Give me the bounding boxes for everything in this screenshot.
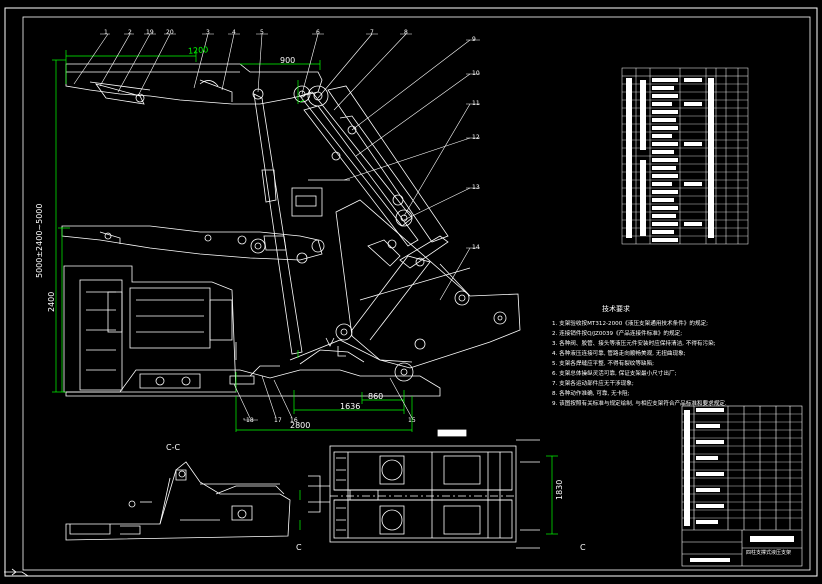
side-view	[61, 63, 521, 397]
title-block-name: 四柱支撑式液压支架	[746, 550, 792, 556]
part-number: 7	[370, 29, 374, 36]
tech-requirement-line: 6. 支架总体操纵灵活可靠, 保证支架最小尺寸出厂;	[552, 371, 677, 377]
tech-requirement-line: 4. 各种液压连接可靠, 管路走向顺畅美观, 无扭曲现象;	[552, 351, 686, 357]
part-number: 6	[316, 29, 320, 36]
dim-plan-width: 1830	[555, 479, 564, 500]
section-label-c-left: C	[296, 543, 302, 552]
part-number: 19	[146, 29, 154, 36]
part-number: 20	[166, 29, 174, 36]
drawing-border-outer	[4, 7, 818, 577]
leader-lines	[73, 33, 480, 421]
dim-base-2: 1636	[340, 402, 361, 411]
tech-requirements-title: 技术要求	[602, 305, 630, 313]
part-number: 10	[472, 70, 480, 77]
part-number: 8	[404, 29, 408, 36]
part-number: 11	[472, 100, 480, 107]
part-number: 13	[472, 184, 480, 191]
tech-requirement-line: 5. 支架各焊缝应平整, 不得有裂纹等缺陷;	[552, 361, 655, 367]
dim-top-width-1: 1200	[187, 45, 209, 56]
part-number: 4	[232, 29, 236, 36]
dim-base-1: 2800	[290, 421, 311, 430]
tech-requirement-line: 1. 支架验收按MT312-2000《液压支架通用技术条件》的规定;	[552, 321, 709, 327]
part-number: 9	[472, 36, 476, 43]
dim-top-width-2: 900	[280, 56, 296, 65]
part-number: 1	[104, 29, 108, 36]
tech-requirement-line: 3. 各种阀、胶管、接头等液压元件安装时应保持清洁, 不得有污染;	[552, 341, 716, 347]
part-number: 12	[472, 134, 480, 141]
tech-requirement-line: 9. 该图按照有关标准与规定绘制, 与相应支架符合产品标准和要求规定.	[552, 401, 727, 407]
section-label-c-right: C	[580, 543, 586, 552]
section-view	[65, 461, 291, 541]
part-number: 2	[128, 29, 132, 36]
tech-requirement-line: 2. 连接销件按Q/JZ0039《产品连接件标准》的规定;	[552, 331, 683, 337]
part-number: 17	[274, 417, 282, 424]
plan-view	[308, 429, 540, 549]
tech-requirement-line: 7. 支架各运动部件应无干涉现象;	[552, 381, 634, 387]
section-label-top: C-C	[166, 443, 181, 452]
dim-height-range: 5000±2400~5000	[35, 203, 44, 278]
dim-height-2: 2400	[47, 291, 56, 312]
dim-base-3: 860	[368, 392, 384, 401]
part-number: 15	[408, 417, 416, 424]
bom-table	[621, 67, 749, 245]
tech-requirement-line: 8. 各种动作准确, 可靠, 无卡阻;	[552, 391, 630, 397]
part-number: 16	[290, 417, 298, 424]
drawing-border-inner	[22, 16, 811, 571]
part-number: 5	[260, 29, 264, 36]
ucs-icon	[4, 568, 29, 577]
tech-requirements-list: 1. 支架验收按MT312-2000《液压支架通用技术条件》的规定; 2. 连接…	[552, 321, 727, 408]
part-number: 14	[472, 244, 480, 251]
dimension-lines	[52, 50, 558, 535]
part-number: 3	[206, 29, 210, 36]
title-block	[681, 405, 803, 567]
part-number: 18	[246, 417, 254, 424]
